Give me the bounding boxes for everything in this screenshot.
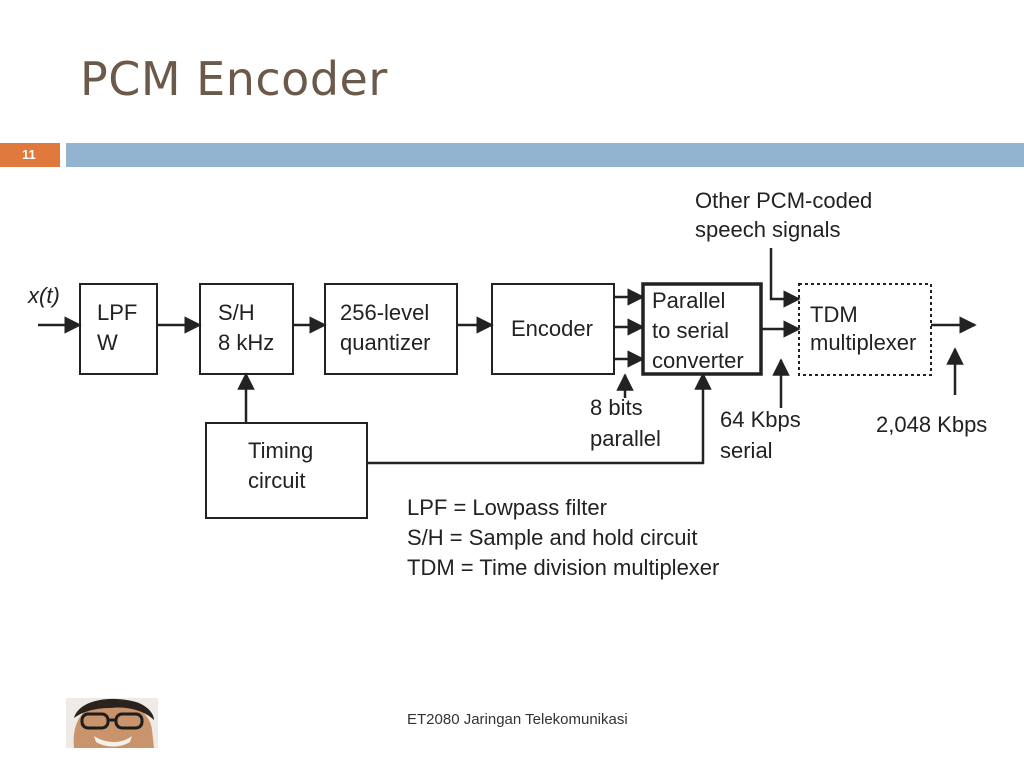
- p2s-label-2: to serial: [652, 318, 729, 343]
- other-pcm-label-1: Other PCM-coded: [695, 188, 872, 213]
- p2s-label-3: converter: [652, 348, 744, 373]
- sh-label-1: S/H: [218, 300, 255, 325]
- input-signal-label: x(t): [27, 283, 60, 308]
- timing-block: [205, 422, 368, 519]
- sh-label-2: 8 kHz: [218, 330, 274, 355]
- quantizer-block: [324, 283, 458, 375]
- kbps64-label-1: 64 Kbps: [720, 407, 801, 432]
- timing-to-p2s-arrow: [367, 372, 712, 465]
- lpf-block: [79, 283, 158, 375]
- slide-title: PCM Encoder: [80, 52, 388, 106]
- lpf-label-1: LPF: [97, 300, 137, 325]
- author-photo: [66, 698, 158, 748]
- timing-label-1: Timing: [248, 438, 313, 463]
- timing-label-2: circuit: [248, 468, 305, 493]
- bits8-label-2: parallel: [590, 426, 661, 451]
- encoder-label: Encoder: [511, 316, 593, 341]
- footer-course-name: ET2080 Jaringan Telekomunikasi: [407, 711, 628, 728]
- other-pcm-arrow: [769, 248, 801, 308]
- kbps2048-label: 2,048 Kbps: [876, 412, 987, 437]
- legend-line-1: LPF = Lowpass filter: [407, 495, 607, 520]
- legend-line-2: S/H = Sample and hold circuit: [407, 525, 697, 550]
- header-bar: [66, 143, 1024, 167]
- kbps64-label-2: serial: [720, 438, 773, 463]
- other-pcm-label-2: speech signals: [695, 217, 841, 242]
- sh-block: [199, 283, 294, 375]
- quantizer-label-1: 256-level: [340, 300, 429, 325]
- slide-number: 11: [0, 143, 60, 167]
- lpf-label-2: W: [97, 330, 118, 355]
- tdm-label-1: TDM: [810, 302, 858, 327]
- tdm-label-2: multiplexer: [810, 330, 916, 355]
- bits8-label-1: 8 bits: [590, 395, 643, 420]
- legend-line-3: TDM = Time division multiplexer: [407, 555, 719, 580]
- quantizer-label-2: quantizer: [340, 330, 431, 355]
- tdm-block: [798, 283, 932, 376]
- p2s-label-1: Parallel: [652, 288, 725, 313]
